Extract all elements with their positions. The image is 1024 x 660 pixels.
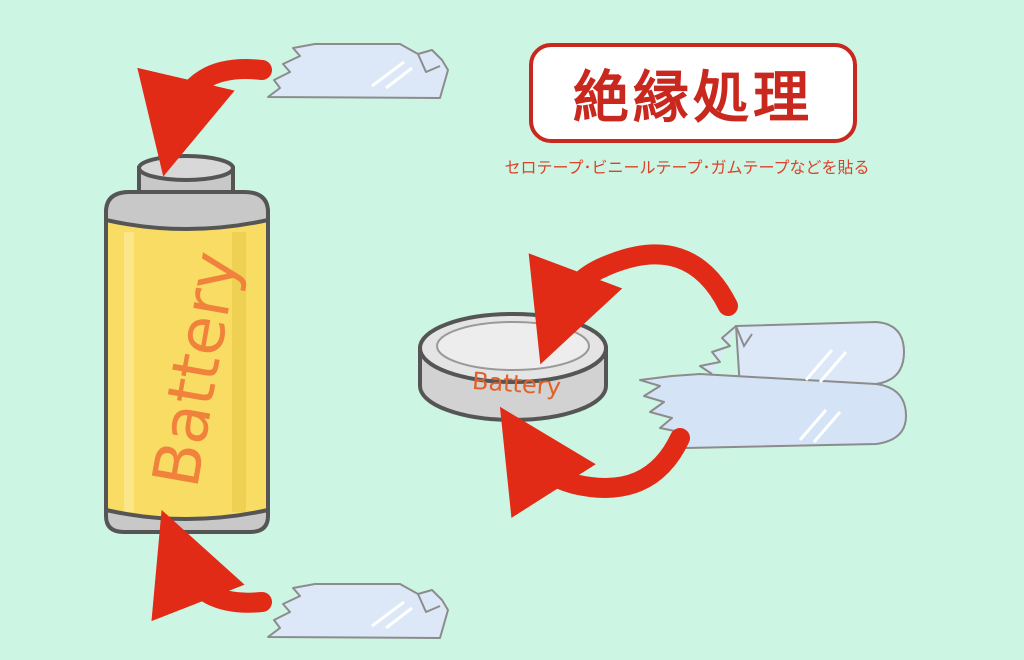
- curved-arrow-icon: [499, 406, 690, 518]
- tape-piece-icon: [639, 320, 907, 449]
- curved-arrow-icon: [137, 59, 272, 177]
- tape-piece-icon: [267, 583, 449, 639]
- tape-piece-icon: [267, 43, 449, 99]
- coin-battery-icon: Battery: [418, 312, 608, 422]
- curved-arrow-icon: [151, 509, 272, 622]
- page-title: 絶縁処理: [573, 65, 813, 131]
- curved-arrow-icon: [528, 244, 738, 365]
- title-box: 絶縁処理: [529, 43, 857, 143]
- aa-battery-icon: Battery: [104, 154, 270, 534]
- coin-battery-label: Battery: [471, 367, 562, 401]
- subtitle: セロテープ･ビニールテープ･ガムテープなどを貼る: [504, 158, 870, 177]
